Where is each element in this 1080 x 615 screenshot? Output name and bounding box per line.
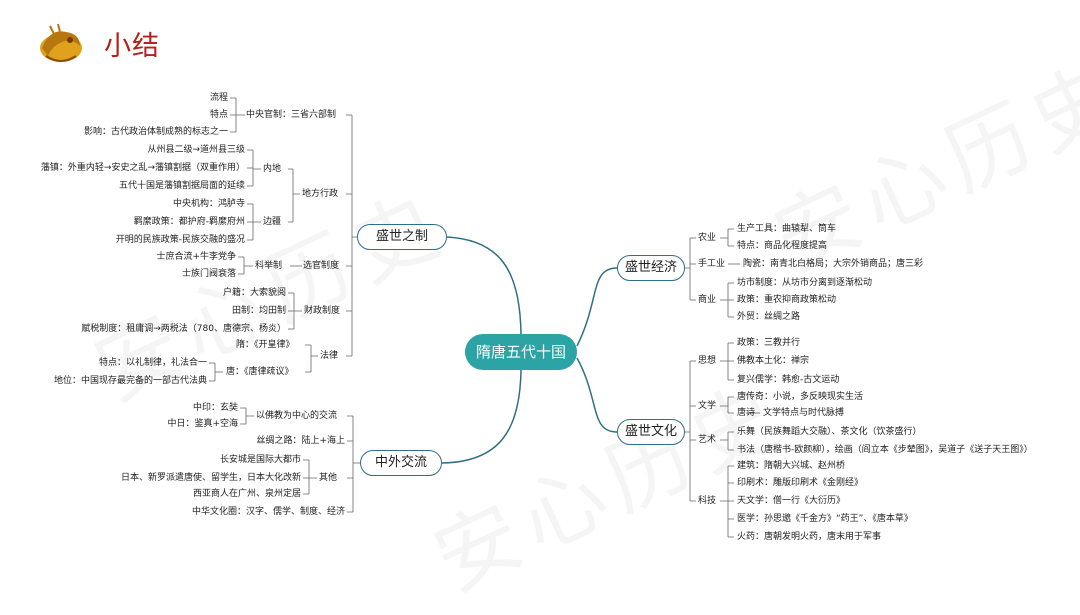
law-tang-item: 特点：以礼制律，礼法合一 xyxy=(98,358,207,368)
art-item: 乐舞（民族舞蹈大交融）、茶文化（饮茶盛行） xyxy=(737,427,922,437)
buddhism-exchange-label: 以佛教为中心的交流 xyxy=(256,411,338,421)
buddhism-item: 中日：鉴真+空海 xyxy=(167,419,238,429)
culture-circle-item: 中华文化圈：汉字、儒学、制度、经济 xyxy=(191,507,345,517)
art-label: 艺术 xyxy=(698,435,717,445)
handicraft-item: 陶瓷：南青北白格局；大宗外销商品；唐三彩 xyxy=(743,259,924,269)
law-tang: 唐：《唐律疏议》 xyxy=(226,367,294,377)
other-item: 西亚商人在广州、泉州定居 xyxy=(192,489,301,499)
central-item: 特点 xyxy=(209,110,228,120)
handicraft-label: 手工业 xyxy=(698,259,726,269)
buddhism-item: 中印：玄奘 xyxy=(192,403,238,413)
commerce-item: 坊市制度：从坊市分离到逐渐松动 xyxy=(737,278,873,288)
border-label: 边疆 xyxy=(263,217,282,227)
border-item: 中央机构：鸿胪寺 xyxy=(172,199,245,209)
art-item: 书法（唐楷书-欧颜柳），绘画（阎立本《步辇图》，吴道子《送子天王图》） xyxy=(737,445,1033,455)
thought-label: 思想 xyxy=(698,356,717,366)
thought-item: 佛教本土化：禅宗 xyxy=(737,356,810,366)
agriculture-item: 特点：商品化程度提高 xyxy=(737,241,828,251)
inner-item: 从州县二级→道州县三级 xyxy=(147,145,245,155)
border-item: 开明的民族政策-民族交融的盛况 xyxy=(115,235,245,245)
poetry-item: 文学特点与时代脉搏 xyxy=(763,408,845,418)
finance-item: 田制：均田制 xyxy=(231,306,286,316)
branch-zhongwai-jiaoliu: 中外交流 xyxy=(360,450,442,476)
center-node: 隋唐五代十国 xyxy=(465,334,577,370)
agriculture-label: 农业 xyxy=(698,233,717,243)
central-system-label: 中央官制：三省六部制 xyxy=(246,110,337,120)
finance-label: 财政制度 xyxy=(304,306,341,316)
exam-item: 士庶合流+牛李党争 xyxy=(156,252,236,262)
silk-road-item: 丝绸之路：陆上+海上 xyxy=(256,436,345,446)
tech-item: 医学：孙思邈《千金方》“药王”、《唐本草》 xyxy=(737,514,913,524)
dragon-icon xyxy=(40,23,82,62)
central-item: 流程 xyxy=(209,93,228,103)
border-item: 羁縻政策：都护府-羁縻府州 xyxy=(133,217,245,227)
thought-item: 政策：三教并行 xyxy=(737,338,801,348)
other-item: 日本、新罗派遣唐使、留学生，日本大化改新 xyxy=(120,473,301,483)
other-item: 长安城是国际大都市 xyxy=(219,455,301,465)
other-label: 其他 xyxy=(319,473,338,483)
poetry-label: 唐诗 xyxy=(737,408,756,418)
thought-item: 复兴儒学：韩愈-古文运动 xyxy=(737,375,840,385)
agriculture-item: 生产工具：曲辕犁、筒车 xyxy=(737,224,837,234)
tech-item: 火药：唐朝发明火药，唐末用于军事 xyxy=(737,532,882,542)
local-admin-label: 地方行政 xyxy=(302,189,339,199)
exam-item: 士族门阀衰落 xyxy=(181,269,236,279)
literature-item: 唐传奇：小说，多反映现实生活 xyxy=(737,392,864,402)
law-label: 法律 xyxy=(320,351,339,361)
law-sui: 隋：《开皇律》 xyxy=(236,340,295,350)
inner-item: 藩镇：外重内轻→安史之乱→藩镇割据（双重作用） xyxy=(40,163,245,173)
tech-item: 建筑：隋朝大兴城、赵州桥 xyxy=(737,461,846,471)
exam-system-label: 选官制度 xyxy=(303,261,340,271)
commerce-item: 政策：重农抑商政策松动 xyxy=(737,295,837,305)
finance-item: 赋税制度：租庸调→两税法（780、唐德宗、杨炎） xyxy=(81,324,286,334)
literature-label: 文学 xyxy=(698,401,717,411)
tech-item: 印刷术：雕版印刷术《金刚经》 xyxy=(737,478,864,488)
branch-shengshi-wenhua: 盛世文化 xyxy=(617,419,685,445)
commerce-label: 商业 xyxy=(698,295,717,305)
central-item: 影响：古代政治体制成熟的标志之一 xyxy=(83,127,228,137)
tech-item: 天文学：僧一行《大衍历》 xyxy=(737,496,846,506)
branch-shengshi-zhizhi: 盛世之制 xyxy=(357,224,447,250)
page-title: 小结 xyxy=(104,31,160,62)
tech-label: 科技 xyxy=(698,496,717,506)
law-tang-item: 地位：中国现存最完备的一部古代法典 xyxy=(53,376,207,386)
inner-item: 五代十国是藩镇割据局面的延续 xyxy=(118,181,245,191)
finance-item: 户籍：大索貌阅 xyxy=(222,288,286,298)
branch-shengshi-jingji: 盛世经济 xyxy=(617,255,685,281)
commerce-item: 外贸：丝绸之路 xyxy=(737,312,801,322)
keju-label: 科举制 xyxy=(255,261,283,271)
inner-label: 内地 xyxy=(263,164,282,174)
